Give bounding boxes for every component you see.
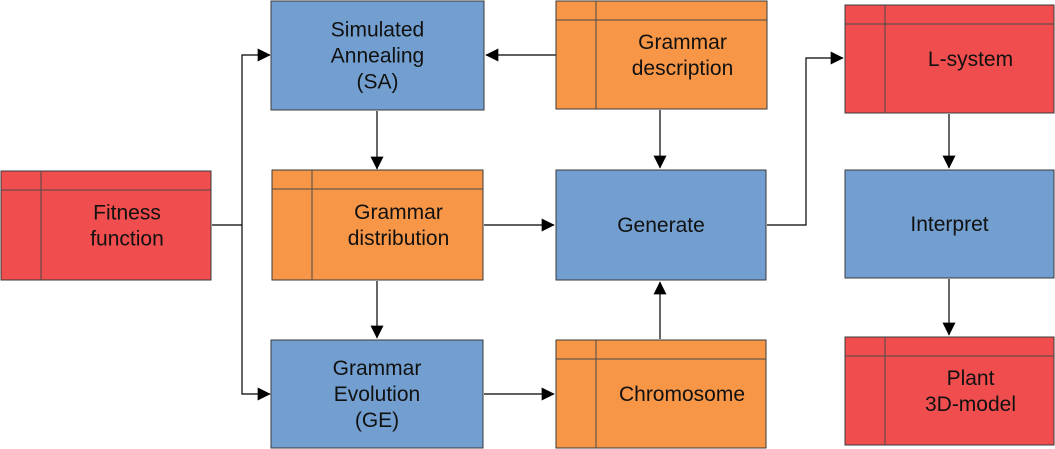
node-grammar-description-label: Grammar description	[632, 31, 734, 80]
node-generate-label-line: Generate	[617, 214, 705, 237]
node-fitness-function-label: Fitness function	[90, 202, 164, 251]
edges	[212, 48, 956, 401]
node-l-system-box	[844, 4, 1055, 114]
node-grammar-evolution-label-line: (GE)	[355, 409, 399, 432]
node-generate-label: Generate	[617, 214, 705, 237]
node-grammar-description-box	[555, 0, 768, 110]
node-grammar-distribution: Grammar distribution	[271, 169, 484, 281]
node-generate-box	[555, 169, 767, 281]
node-plant-3d-model-label-line: 3D-model	[925, 393, 1016, 416]
node-fitness-function-label-line: function	[90, 228, 164, 251]
node-grammar-evolution-label-line: Grammar	[333, 357, 422, 380]
node-grammar-evolution-label-line: Evolution	[334, 383, 420, 406]
node-simulated-annealing-label-line: (SA)	[357, 71, 399, 94]
node-fitness-function-label-line: Fitness	[93, 202, 161, 225]
node-chromosome: Chromosome	[555, 339, 767, 449]
node-l-system-label-line: L-system	[928, 48, 1013, 71]
node-plant-3d-model: Plant 3D-model	[844, 336, 1055, 446]
node-grammar-distribution-label-line: Grammar	[354, 201, 443, 224]
edge-fitness-to-ge	[241, 225, 271, 401]
node-plant-3d-model-label-line: Plant	[947, 367, 995, 390]
edge-fitness-to-sa	[241, 48, 271, 225]
node-interpret-label: Interpret	[910, 213, 988, 236]
node-fitness-function-box	[0, 170, 212, 281]
node-plant-3d-model-box	[844, 336, 1055, 446]
node-grammar-description-label-line: Grammar	[638, 31, 727, 54]
node-grammar-distribution-box	[271, 169, 484, 281]
node-generate: Generate	[555, 169, 767, 281]
edge-generate-to-lsystem	[767, 51, 844, 226]
node-fitness-function: Fitness function	[0, 170, 212, 281]
node-interpret: Interpret	[844, 169, 1055, 279]
node-grammar-distribution-label: Grammar distribution	[348, 201, 450, 250]
node-chromosome-label: Chromosome	[619, 383, 745, 406]
node-simulated-annealing-box	[270, 0, 485, 111]
node-grammar-evolution-box	[270, 339, 484, 449]
node-simulated-annealing-label-line: Simulated	[331, 19, 424, 42]
node-chromosome-box	[555, 339, 767, 449]
node-interpret-label-line: Interpret	[910, 213, 988, 236]
node-l-system-label: L-system	[928, 48, 1013, 71]
node-grammar-distribution-label-line: distribution	[348, 227, 450, 250]
node-simulated-annealing-label-line: Annealing	[331, 45, 424, 68]
node-plant-3d-model-label: Plant 3D-model	[925, 367, 1016, 416]
node-grammar-description: Grammar description	[555, 0, 768, 110]
node-l-system: L-system	[844, 4, 1055, 114]
node-chromosome-label-line: Chromosome	[619, 383, 745, 406]
node-grammar-description-label-line: description	[632, 57, 734, 80]
node-interpret-box	[844, 169, 1055, 279]
